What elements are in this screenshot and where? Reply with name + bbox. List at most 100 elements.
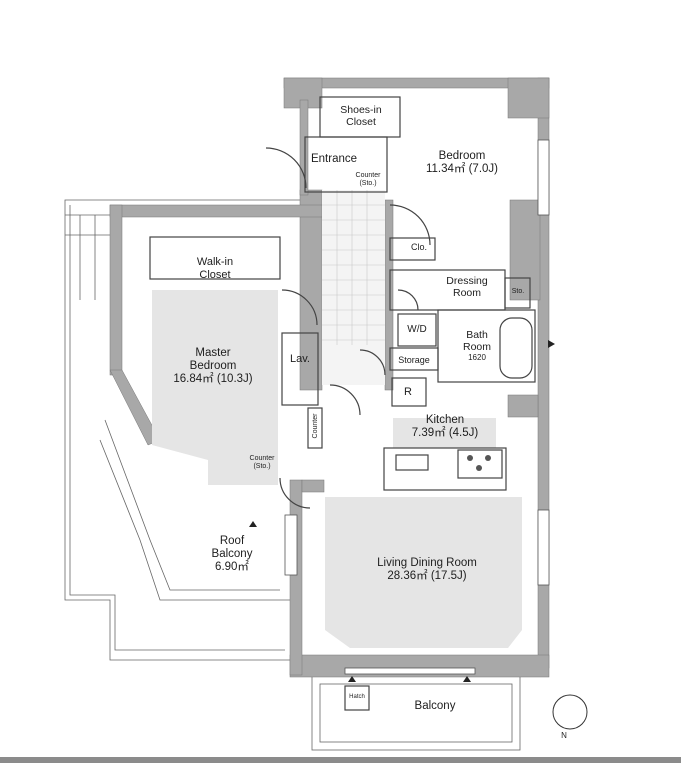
counter-hall-label: Counter <box>312 406 320 446</box>
walk-in-closet-line1: Walk-in <box>196 256 234 268</box>
kitchen-label: Kitchen 7.39㎡ (4.5J) <box>390 414 500 440</box>
arrow-roof-balcony <box>249 521 257 527</box>
left-terrace-outline <box>64 199 300 661</box>
entrance-label: Entrance <box>304 153 364 166</box>
walkin-closet-box <box>149 236 281 280</box>
door-dressing <box>397 289 419 311</box>
storage-name: Storage <box>398 355 430 365</box>
lav-label: Lav. <box>284 353 316 366</box>
living-dining-name: Living Dining Room <box>377 557 477 569</box>
balcony-label: Balcony <box>400 700 470 713</box>
bath-room-size: 1620 <box>468 353 486 363</box>
entrance-name: Entrance <box>310 153 358 165</box>
burner-2 <box>485 455 491 461</box>
master-bedroom-line1: Master <box>195 347 231 359</box>
storage-label: Storage <box>390 355 438 365</box>
wall-entrance-left <box>299 99 309 196</box>
kitchen-area: 7.39㎡ (4.5J) <box>411 427 479 440</box>
clo-name: Clo. <box>410 242 427 252</box>
window-living <box>537 509 550 586</box>
master-bedroom-fill <box>152 290 278 485</box>
counter-hall-name: Counter <box>311 413 319 439</box>
refrigerator-label: R <box>398 386 418 399</box>
wall-bath-right <box>509 199 541 301</box>
clo-box <box>389 237 436 261</box>
walk-in-closet-label: Walk-in Closet <box>180 256 250 281</box>
roof-balcony-area: 6.90㎡ <box>215 561 249 574</box>
wall-kitchen-right <box>507 394 539 418</box>
cooktop <box>457 449 503 479</box>
wall-master-top <box>109 204 323 218</box>
bathtub <box>499 317 533 379</box>
living-dining-label: Living Dining Room 28.36㎡ (17.5J) <box>352 557 502 583</box>
door-storage <box>359 349 386 376</box>
compass-n: N <box>561 731 567 740</box>
bedroom-label: Bedroom 11.34㎡ (7.0J) <box>412 150 512 176</box>
door-master <box>281 289 318 326</box>
fridge-box <box>391 377 427 407</box>
roof-balcony-rail-2 <box>104 419 280 591</box>
balcony-name: Balcony <box>414 700 456 712</box>
bath-box <box>437 309 536 383</box>
wall-living-top <box>301 479 325 493</box>
wd-name: W/D <box>407 324 427 335</box>
shoes-in-closet-line2: Closet <box>346 116 376 129</box>
balcony-inner <box>319 683 513 743</box>
lav-box <box>281 332 319 406</box>
sto-label: Sto. <box>506 288 530 296</box>
kitchen-name: Kitchen <box>425 414 465 426</box>
corridor-floor <box>322 190 385 385</box>
arrow-balcony-left <box>348 676 356 682</box>
master-bedroom-label: Master Bedroom 16.84㎡ (10.3J) <box>150 347 276 387</box>
compass-icon <box>552 694 588 730</box>
burner-3 <box>476 465 482 471</box>
roof-balcony-line1: Roof <box>219 535 245 547</box>
hatch-label: Hatch <box>345 694 369 701</box>
burner-1 <box>467 455 473 461</box>
bath-room-line1: Bath <box>466 329 488 341</box>
bath-room-line2: Room <box>462 341 491 354</box>
counter-entrance-label: Counter (Sto.) <box>350 172 386 188</box>
window-master <box>284 514 298 576</box>
dressing-room-line1: Dressing <box>446 275 488 287</box>
sink <box>395 454 429 471</box>
refrigerator-name: R <box>404 386 412 398</box>
counter-entrance-line2: (Sto.) <box>359 180 377 188</box>
storage-box <box>389 347 439 371</box>
sto-name: Sto. <box>511 288 525 295</box>
master-bedroom-area: 16.84㎡ (10.3J) <box>173 373 253 386</box>
sto-box <box>504 277 531 309</box>
kitchen-island <box>383 447 507 491</box>
arrow-bath <box>548 340 555 348</box>
wall-master-left <box>109 204 123 376</box>
counter-master-line1: Counter <box>249 455 275 462</box>
bath-room-label: Bath Room 1620 <box>452 329 502 362</box>
clo-label: Clo. <box>404 242 434 252</box>
hatch-name: Hatch <box>349 694 365 700</box>
hatch-box <box>344 685 370 711</box>
wall-left-living <box>289 479 303 676</box>
entrance-box <box>304 136 388 193</box>
counter-entrance-line1: Counter <box>355 172 381 179</box>
roof-balcony-line2: Balcony <box>211 548 253 561</box>
counter-master-label: Counter (Sto.) <box>244 455 280 471</box>
shoes-in-closet-line1: Shoes-in <box>340 104 382 116</box>
door-lav <box>329 384 361 416</box>
door-bedroom <box>389 204 431 246</box>
bottom-bar <box>0 757 681 763</box>
master-bedroom-line2: Bedroom <box>189 360 237 373</box>
living-dining-area: 28.36㎡ (17.5J) <box>387 570 467 583</box>
arrow-balcony-right <box>463 676 471 682</box>
door-entrance <box>265 147 307 189</box>
roof-balcony-label: Roof Balcony 6.90㎡ <box>200 535 264 575</box>
bedroom-area: 11.34㎡ (7.0J) <box>425 163 498 176</box>
roof-balcony-rail <box>99 439 290 601</box>
living-fill <box>325 497 522 648</box>
wd-label: W/D <box>398 324 436 336</box>
counter-master-line2: (Sto.) <box>253 463 271 471</box>
counter-hall-box <box>307 407 323 449</box>
walk-in-closet-line2: Closet <box>199 268 231 281</box>
door-living <box>279 477 311 509</box>
compass-label: N <box>558 731 570 740</box>
